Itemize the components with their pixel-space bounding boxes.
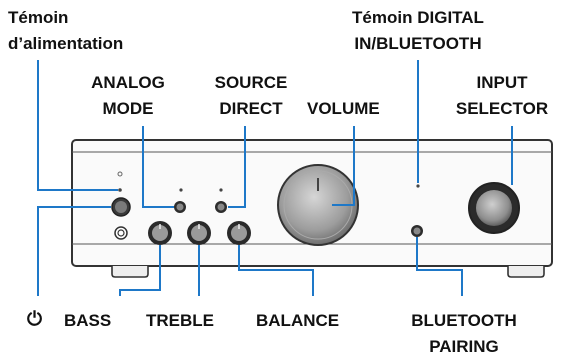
input-selector-knob[interactable] bbox=[468, 182, 520, 234]
analog-mode-button[interactable] bbox=[174, 201, 186, 213]
callout-power-indicator bbox=[37, 60, 118, 191]
callout-bluetooth-pairing bbox=[416, 237, 463, 296]
bluetooth-pairing-button[interactable] bbox=[411, 225, 423, 237]
volume-label: VOLUME bbox=[307, 99, 380, 118]
bluetooth-pairing-label: BLUETOOTH PAIRING bbox=[411, 311, 517, 356]
power-button[interactable] bbox=[111, 197, 131, 217]
power-indicator-label: Témoin d’alimentation bbox=[8, 8, 124, 53]
callout-balance bbox=[238, 245, 314, 296]
callout-lines bbox=[37, 60, 513, 296]
analog-mode-led bbox=[179, 188, 183, 192]
source-direct-button[interactable] bbox=[215, 201, 227, 213]
power-symbol-label: ⏻ bbox=[27, 309, 43, 330]
digital-indicator-label: Témoin DIGITAL IN/BLUETOOTH bbox=[352, 8, 484, 53]
balance-knob[interactable] bbox=[227, 221, 251, 245]
power-indicator-led bbox=[118, 188, 122, 192]
callout-analog-mode bbox=[142, 126, 174, 208]
balance-label: BALANCE bbox=[256, 311, 340, 330]
treble-label: TREBLE bbox=[146, 311, 214, 330]
headphone-jack bbox=[114, 226, 128, 240]
callout-bass bbox=[119, 245, 161, 296]
bass-label: BASS bbox=[64, 311, 112, 330]
volume-knob[interactable] bbox=[277, 164, 359, 246]
input-selector-label: INPUT SELECTOR bbox=[455, 73, 549, 118]
callout-power-button bbox=[37, 206, 111, 296]
treble-knob[interactable] bbox=[187, 221, 211, 245]
analog-mode-label: ANALOG MODE bbox=[91, 73, 165, 118]
feet bbox=[111, 266, 545, 278]
source-direct-label: SOURCE DIRECT bbox=[214, 73, 288, 118]
callout-source-direct bbox=[228, 126, 246, 208]
standby-indicator bbox=[117, 171, 123, 177]
callout-volume bbox=[332, 126, 355, 206]
bass-knob[interactable] bbox=[148, 221, 172, 245]
source-direct-led bbox=[219, 188, 223, 192]
digital-indicator-led bbox=[416, 184, 420, 188]
